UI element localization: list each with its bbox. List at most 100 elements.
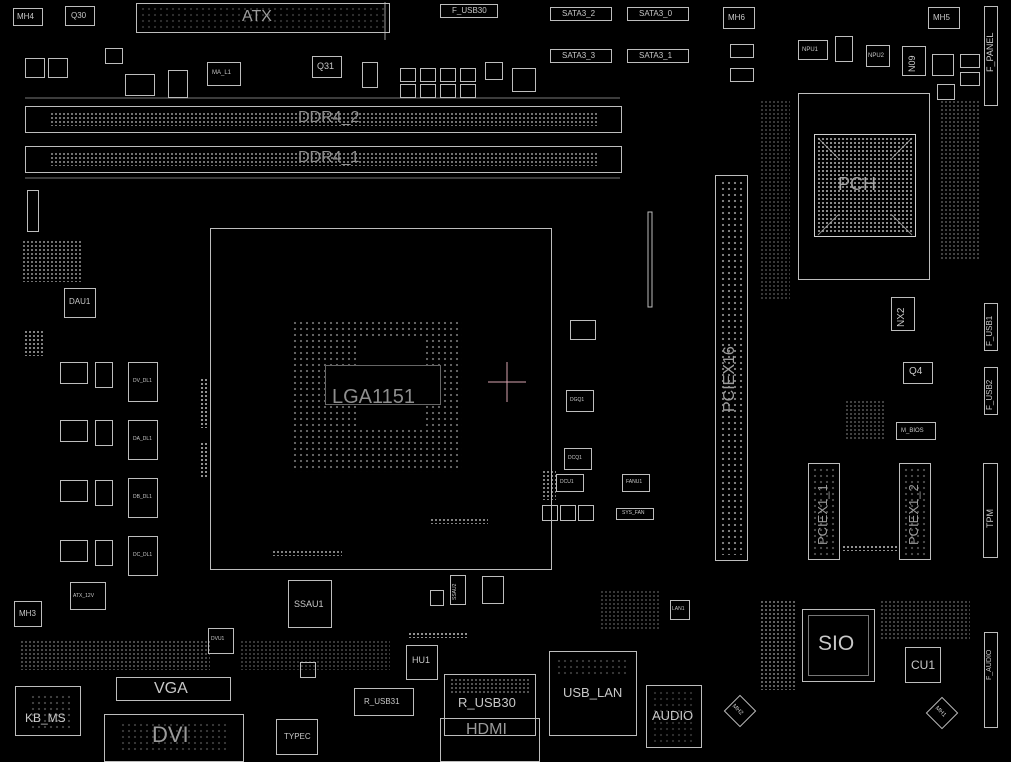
audio-connector (646, 685, 702, 748)
smd-mid-1 (570, 320, 596, 340)
ma-l1-box (207, 62, 241, 86)
npu2-side-box (835, 36, 853, 62)
usb-lan-label: USB_LAN (563, 685, 623, 700)
r-usb31-connector (354, 688, 414, 716)
socket-pad-row (430, 518, 488, 524)
smd-g (420, 68, 436, 82)
usb-lan-pins (556, 658, 630, 676)
mh5-label: MH5 (933, 13, 950, 22)
sio-chip (802, 609, 875, 682)
vga-connector (116, 677, 231, 701)
smd-f (400, 68, 416, 82)
pad-cluster-10 (600, 590, 660, 630)
ssau2-box (450, 575, 466, 605)
atx-12v-box (70, 582, 106, 610)
mh3-label: MH3 (19, 609, 36, 618)
pciex1-pad-row (842, 545, 897, 551)
smd-c (125, 74, 155, 96)
dcu1-label: DCU1 (560, 479, 574, 485)
f-panel-label: F_PANEL (985, 32, 995, 72)
lga-label-box (325, 365, 441, 405)
dvu1-label: DVU1 (211, 636, 225, 642)
lan1-label: LAN1 (672, 606, 685, 612)
smd-j (400, 84, 416, 98)
smd-m (460, 84, 476, 98)
sata3-2-label: SATA3_2 (562, 9, 596, 18)
q31-box (312, 56, 342, 78)
f-usb1-label: F_USB1 (985, 315, 994, 346)
pad-cluster-8 (880, 600, 970, 640)
npu1-box (798, 40, 828, 60)
cu1-chip (905, 647, 941, 683)
vrm-pad-col-a (200, 378, 208, 428)
pad-cluster-4 (940, 100, 980, 260)
kb-ms-connector (15, 686, 81, 736)
hdmi-label: HDMI (466, 721, 507, 738)
f-usb30-label: F_USB30 (452, 6, 487, 15)
fanu1-label: FANU1 (626, 479, 643, 485)
smd-p (362, 62, 378, 88)
vrm-mosfet-1 (60, 362, 88, 384)
mh5-box (928, 7, 960, 29)
socket-pad-row-2 (272, 550, 342, 556)
smd-h (440, 68, 456, 82)
vrm-choke-2 (95, 420, 113, 446)
pad-cluster-5 (760, 100, 790, 300)
pad-cluster-7 (240, 640, 390, 670)
typec-connector (276, 719, 318, 755)
mh4-box (13, 8, 43, 26)
cpu-socket (210, 228, 552, 570)
capacitor-strip (647, 211, 653, 308)
sata3-3-label: SATA3_3 (562, 51, 596, 60)
smd-r (960, 54, 980, 68)
mh4-label: MH4 (17, 12, 34, 21)
smd-i (460, 68, 476, 82)
db-dl1-label: DB_DL1 (133, 494, 152, 500)
r-usb30-pins (450, 678, 530, 694)
dv-dl1-label: DV_DL1 (133, 378, 152, 384)
sata3-0-box (627, 7, 689, 21)
mh3-box (14, 601, 42, 627)
m-bios-box (896, 422, 936, 440)
smd-s (960, 72, 980, 86)
pch-chip (814, 134, 916, 237)
mh1-outline (925, 696, 959, 730)
sio-label: SIO (818, 632, 855, 655)
dau1-label: DAU1 (69, 297, 91, 306)
dvu1-box (208, 628, 234, 654)
smd-mid-6 (430, 590, 444, 606)
smd-u (730, 44, 754, 58)
kb-ms-label: KB_MS (25, 711, 66, 725)
sys-fan-label: SYS_FAN (622, 510, 645, 516)
f-audio-label: F_AUDIO (986, 649, 993, 680)
da-dl1-label: DA_DL1 (133, 436, 152, 442)
smd-mid-3 (560, 505, 576, 521)
sata3-0-label: SATA3_0 (639, 9, 673, 18)
sata3-1-label: SATA3_1 (639, 51, 673, 60)
sata3-1-box (627, 49, 689, 63)
pad-cluster-6 (20, 640, 210, 670)
dvi-label: DVI (152, 722, 189, 747)
r-usb30-connector (444, 674, 536, 736)
dau1-box (64, 288, 96, 318)
dc-dl1-label: DC_DL1 (133, 552, 153, 558)
lan1-box (670, 600, 690, 620)
f-audio-connector (984, 632, 998, 728)
ssau2-label: SSAU2 (452, 583, 458, 600)
nx2-box (891, 297, 915, 331)
pad-cluster-1 (24, 330, 44, 356)
dcq1-box (564, 448, 592, 470)
hu1-chip (406, 645, 438, 680)
smd-k (420, 84, 436, 98)
q30-box (65, 6, 95, 26)
dgq1-box (566, 390, 594, 412)
ddr4-2-label: DDR4_2 (298, 109, 360, 126)
vrm-mosfet-2 (60, 420, 88, 442)
q4-label: Q4 (909, 366, 923, 377)
pciex16-slot (715, 175, 748, 561)
pad-cluster-2 (542, 470, 556, 500)
da-dl1-box (128, 420, 158, 460)
mh6-box (723, 7, 755, 29)
sata3-2-box (550, 7, 612, 21)
